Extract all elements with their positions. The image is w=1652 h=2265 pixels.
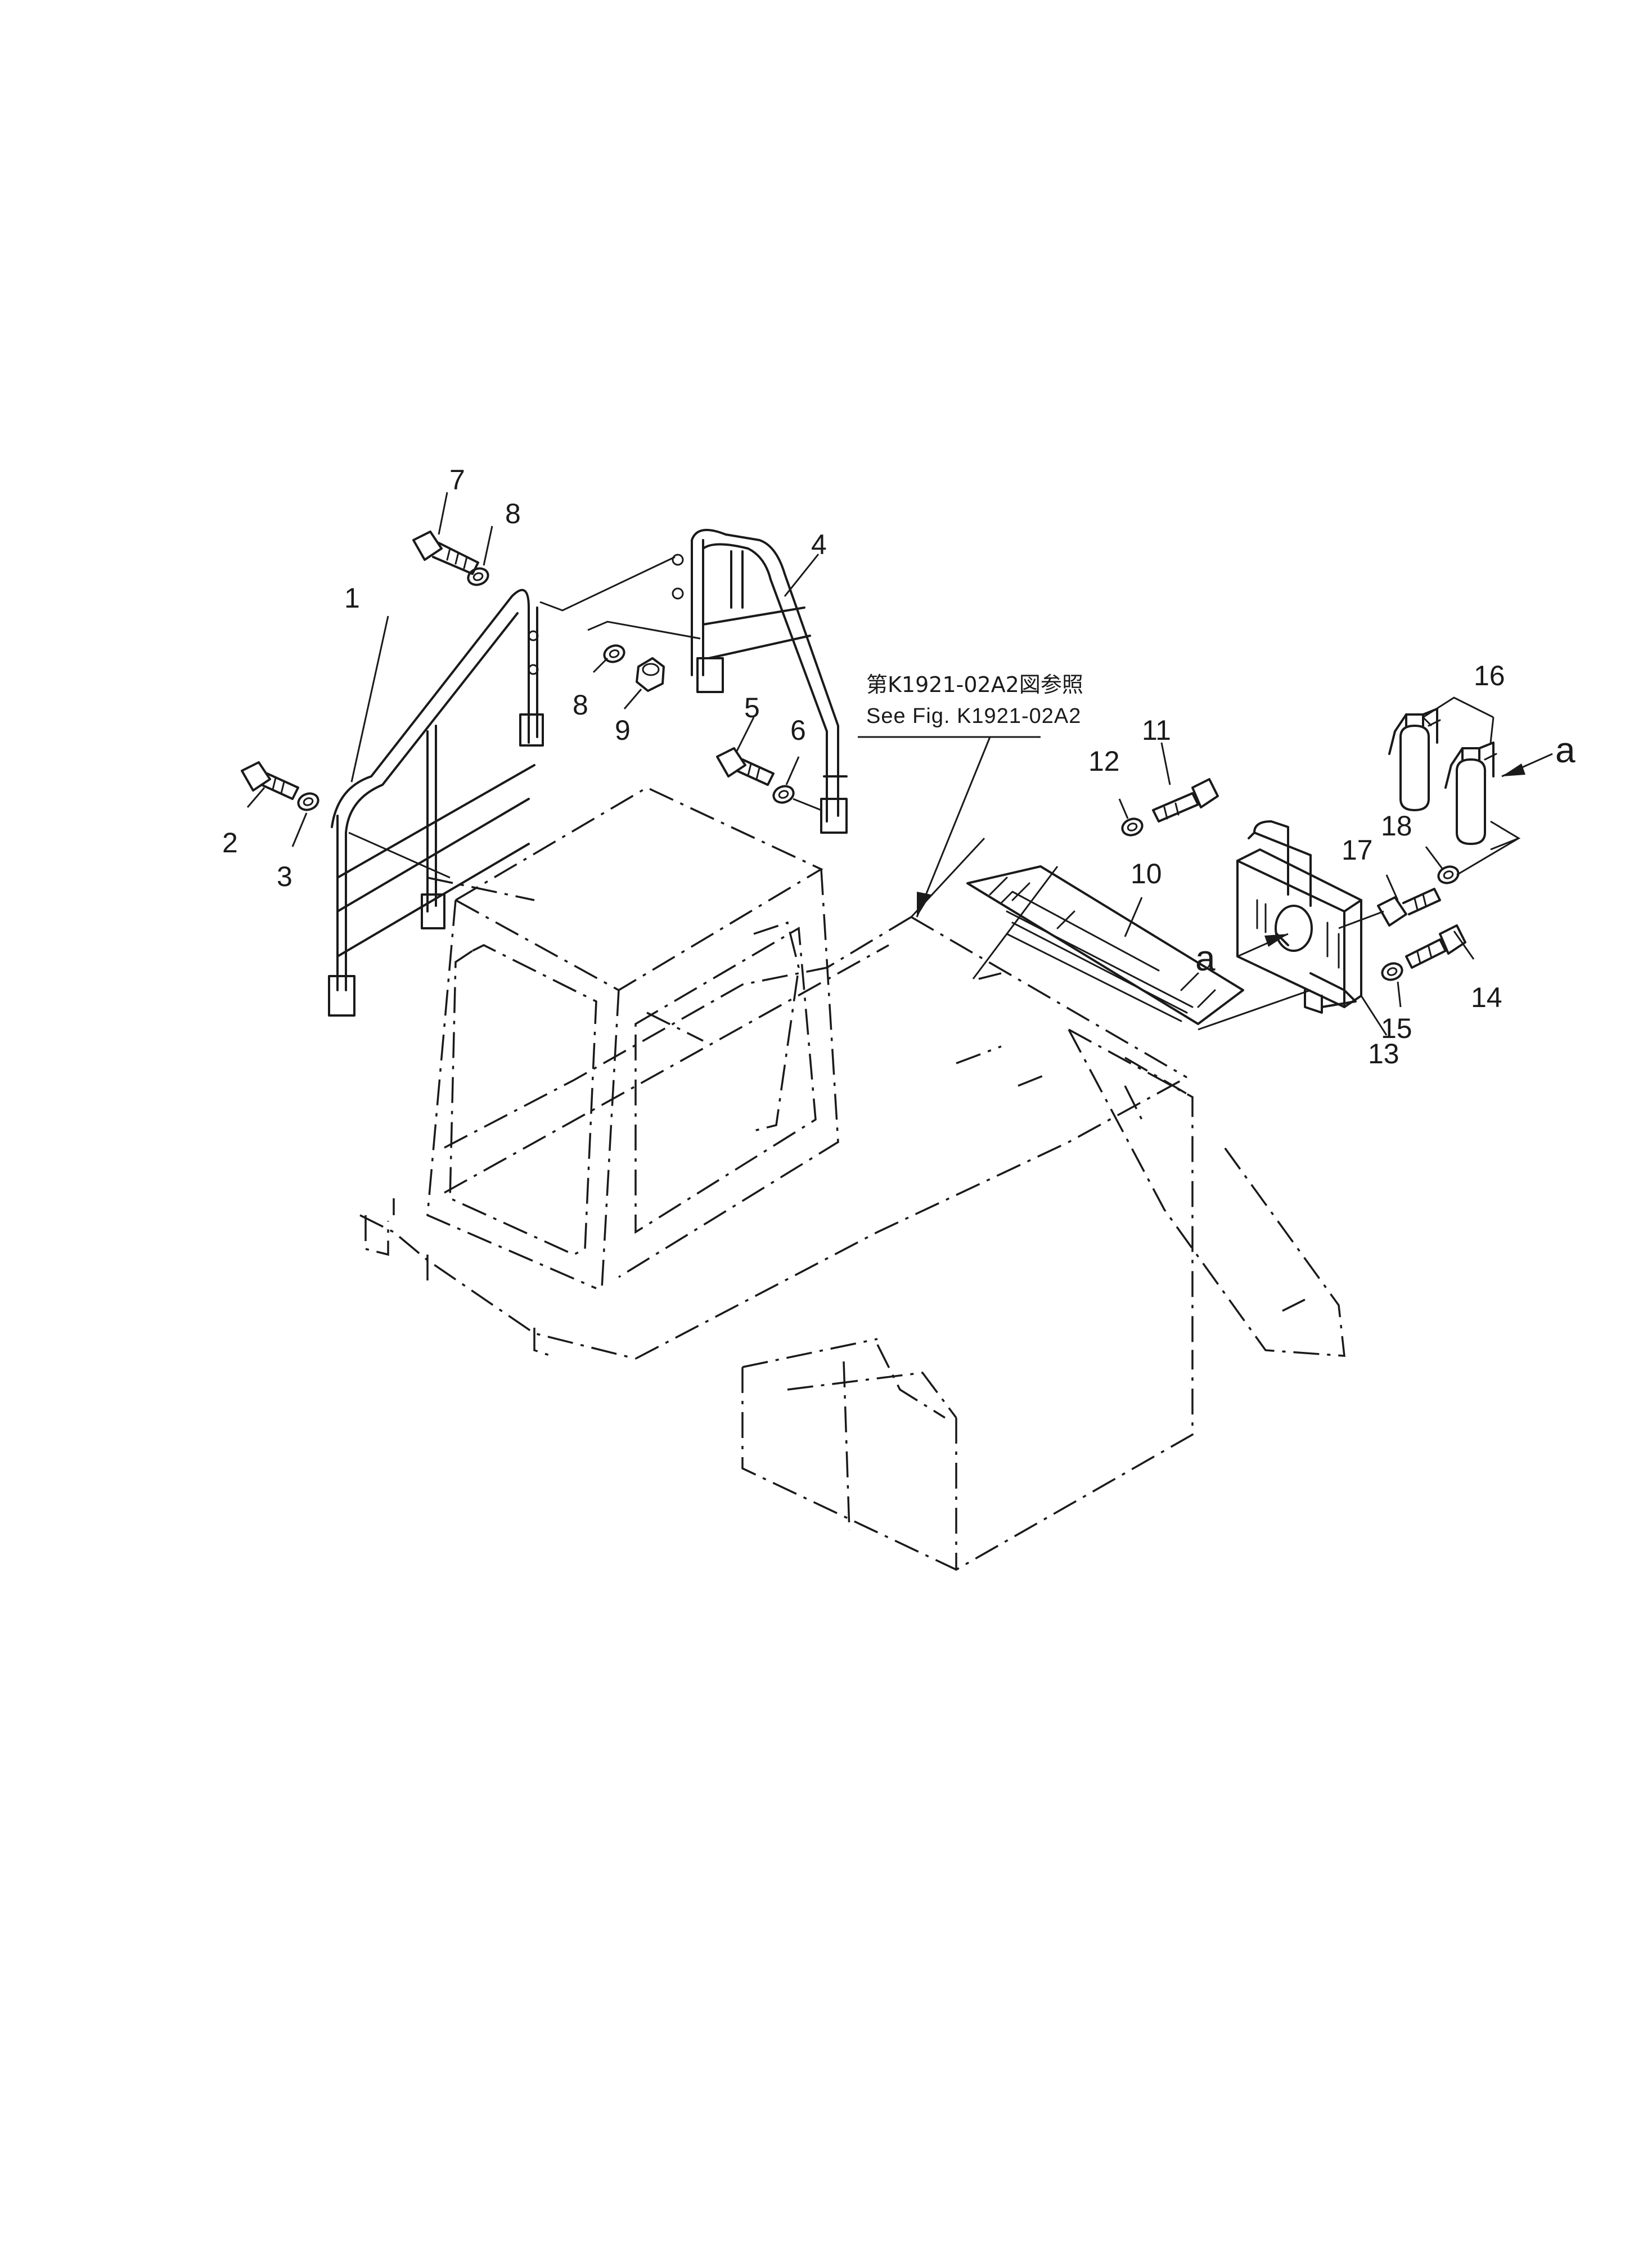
fastener-washer-3	[297, 792, 319, 811]
fire-extinguisher-left	[1388, 708, 1441, 811]
fastener-washer-6	[772, 785, 795, 804]
callout-16: 16	[1474, 660, 1505, 691]
connection-mark-left: a	[1195, 938, 1216, 978]
fastener-bolt-7	[412, 531, 479, 575]
fastener-bolt-11	[1152, 778, 1219, 823]
callout-6: 6	[790, 714, 806, 746]
callout-2: 2	[222, 827, 238, 859]
machine-frame	[359, 877, 1345, 1571]
callout-3: 3	[277, 861, 292, 892]
fastener-washer-15	[1381, 962, 1403, 981]
fastener-nut-9	[636, 657, 665, 692]
callout-8-top: 8	[505, 498, 521, 529]
cover-plate-part-10	[966, 865, 1244, 1025]
fastener-bolt-17	[1377, 888, 1441, 927]
callout-12: 12	[1088, 745, 1120, 777]
handrail-part-1	[328, 588, 544, 1017]
fastener-washer-12	[1121, 817, 1144, 837]
reference-note-japanese: 第K1921-02A2図参照	[866, 672, 1083, 697]
handrail-part-4	[672, 529, 848, 834]
bracket-part-13	[1236, 820, 1362, 1014]
arrow-mark-right	[1501, 753, 1553, 778]
fastener-washer-18	[1437, 865, 1460, 884]
fastener-bolt-5	[716, 747, 775, 786]
fastener-bolt-14	[1405, 924, 1466, 969]
fastener-bolt-2	[241, 761, 299, 800]
fire-extinguisher-right	[1444, 741, 1497, 845]
callout-8-mid: 8	[573, 689, 588, 721]
callout-13: 13	[1368, 1038, 1399, 1069]
callout-14: 14	[1471, 982, 1502, 1013]
reference-note-english: See Fig. K1921-02A2	[866, 704, 1081, 728]
arrow-reference-deck	[917, 892, 931, 917]
callout-18: 18	[1381, 810, 1412, 842]
callout-9: 9	[615, 714, 631, 746]
connection-mark-right: a	[1555, 730, 1576, 770]
callout-15: 15	[1381, 1013, 1412, 1044]
fastener-washer-8-mid	[603, 644, 625, 663]
callout-5: 5	[744, 692, 760, 723]
arrow-mark-left	[1237, 933, 1289, 958]
callout-11: 11	[1142, 714, 1171, 746]
callout-10: 10	[1131, 858, 1162, 889]
fastener-washer-8-top	[467, 567, 489, 586]
callout-7: 7	[449, 464, 465, 496]
callout-4: 4	[811, 529, 827, 560]
callout-17: 17	[1342, 834, 1373, 866]
cab	[426, 787, 889, 1289]
callout-1: 1	[344, 582, 360, 614]
